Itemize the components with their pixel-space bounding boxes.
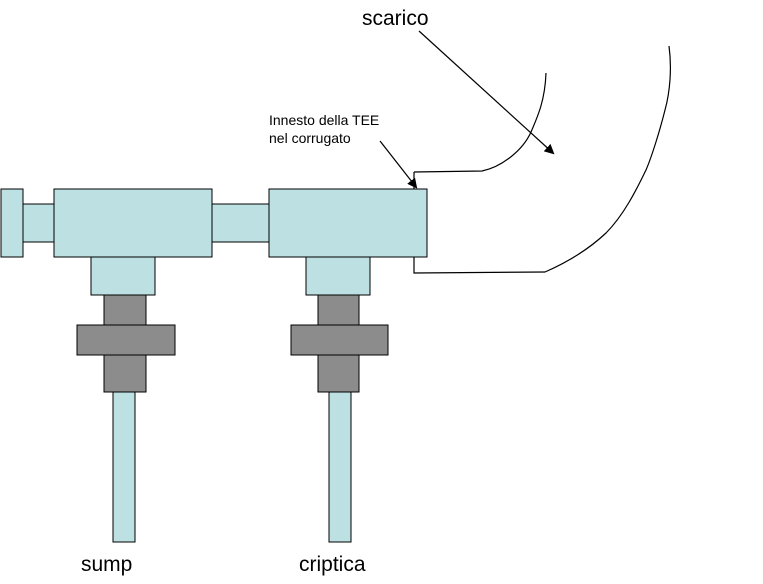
nut-flange-sump [76,324,176,356]
tee-junction-note-line2: nel corrugato [269,130,351,146]
pipe-segment-left [22,203,55,243]
sump-label: sump [81,553,133,576]
tee-junction-note: Innesto della TEE nel corrugato [269,111,379,147]
nut-upper-criptica [317,294,360,326]
drain-label: scarico [362,7,429,30]
tee-junction-note-line1: Innesto della TEE [269,112,380,128]
pipe-criptica [328,391,352,543]
tee-neck-sump [90,256,156,296]
tee-body-criptica [268,188,428,258]
tee-neck-criptica [305,256,371,296]
nut-upper-sump [103,294,147,326]
pipe-segment-middle [211,203,270,243]
tee-body-sump [53,188,213,258]
nut-flange-criptica [290,324,389,356]
corrugated-hose-lower-edge [413,45,672,274]
drain-arrow [418,30,555,155]
nut-lower-criptica [317,354,360,393]
corrugated-hose-upper-edge [413,72,547,189]
end-cap [0,188,24,258]
pipe-sump [112,391,136,543]
criptica-label: criptica [299,553,366,576]
tee-junction-arrow [379,140,418,189]
nut-lower-sump [103,354,147,393]
